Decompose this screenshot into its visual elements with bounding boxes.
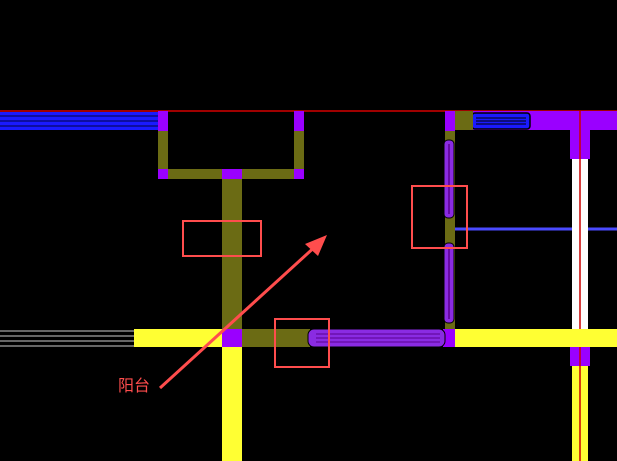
balcony-right-wall bbox=[443, 111, 455, 331]
window-top-right bbox=[471, 112, 531, 130]
window-bottom-left bbox=[0, 329, 134, 347]
highlight-box-2 bbox=[411, 185, 468, 249]
column-junction bbox=[222, 329, 242, 347]
olive-wall-top-right bbox=[455, 111, 473, 130]
highlight-box-3 bbox=[274, 318, 330, 368]
annotation-arrow bbox=[158, 235, 327, 390]
yellow-wall-vertical bbox=[222, 347, 242, 461]
yellow-wall-horizontal-right bbox=[455, 329, 617, 347]
window-top-left bbox=[0, 112, 158, 130]
annotation-label: 阳台 bbox=[118, 376, 150, 395]
highlight-box-1 bbox=[182, 220, 262, 257]
balcony-upper-walls bbox=[158, 111, 304, 329]
window-bottom-violet bbox=[307, 328, 446, 348]
yellow-wall-horizontal-left bbox=[134, 329, 222, 347]
column-junction-right bbox=[443, 329, 455, 347]
right-vertical-element bbox=[570, 111, 590, 461]
